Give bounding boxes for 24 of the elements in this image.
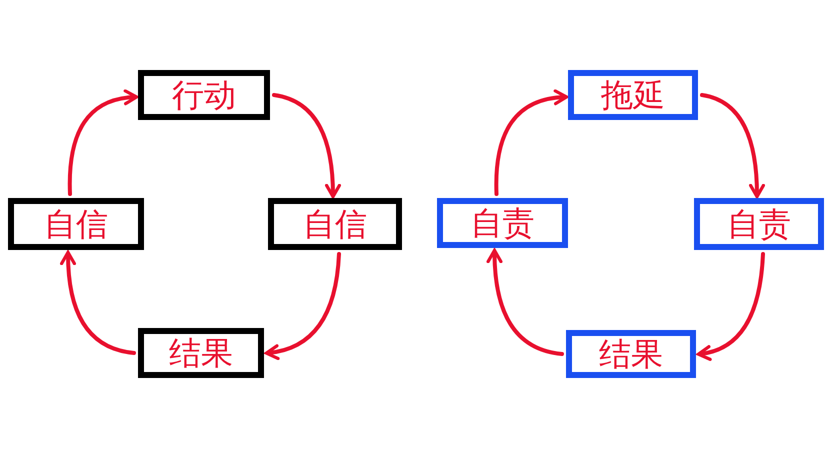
curved-arrow <box>272 93 341 198</box>
curved-arrow <box>60 250 136 355</box>
curved-arrow <box>68 90 138 196</box>
box-label: 自责 <box>470 207 534 239</box>
curved-arrow <box>700 93 765 198</box>
box-label: 行动 <box>172 79 236 111</box>
curved-arrow <box>494 90 568 196</box>
box-label: 自信 <box>44 208 108 240</box>
box-label: 结果 <box>599 338 663 370</box>
box-label: 拖延 <box>601 79 665 111</box>
process-box <box>437 198 568 248</box>
curved-arrow <box>696 252 765 360</box>
curved-arrow <box>486 248 564 356</box>
box-label: 自信 <box>303 208 367 240</box>
process-box <box>8 198 144 250</box>
box-label: 自责 <box>727 208 791 240</box>
box-label: 结果 <box>169 337 233 369</box>
process-box <box>268 198 402 250</box>
process-box <box>694 198 824 250</box>
process-box <box>566 330 696 378</box>
process-box <box>138 70 270 120</box>
curved-arrow <box>264 252 341 360</box>
process-box <box>138 328 264 378</box>
process-box <box>568 70 698 120</box>
